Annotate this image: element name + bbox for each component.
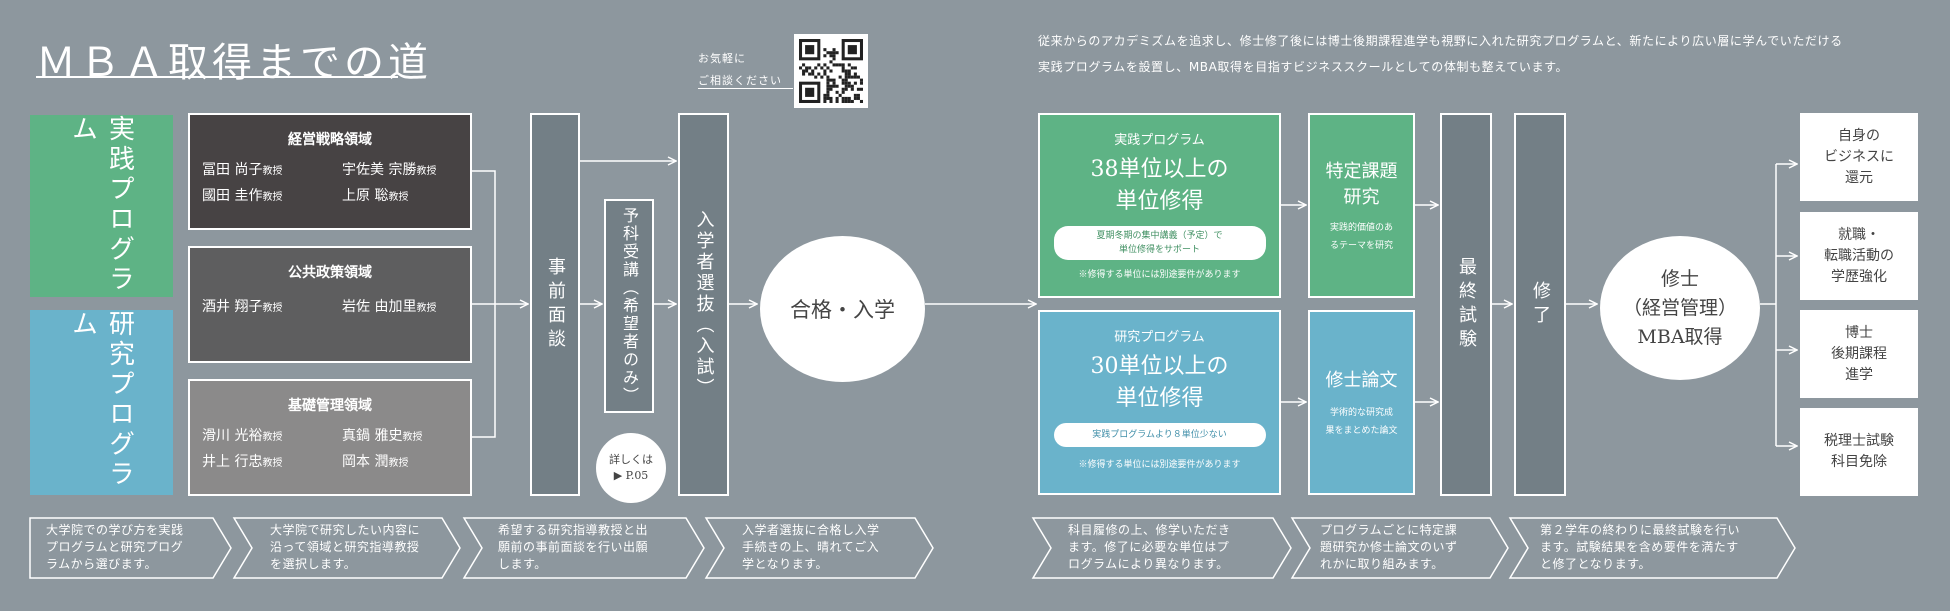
details-page-link[interactable]: 詳しくは ▶ P.05: [596, 433, 666, 503]
chevron-band-3: [462, 517, 705, 579]
band-text-2: 大学院で研究したい内容に沿って領域と研究指導教授を選択します。: [270, 523, 421, 571]
page-title: ＭＢＡ取得までの道: [36, 40, 432, 86]
admission-circle: 合格・入学: [760, 236, 925, 382]
band-text-1: 大学院での学び方を実践プログラムと研究プログラムから選びます。: [46, 523, 184, 571]
professor-name: 宇佐美 宗勝教授: [342, 162, 437, 178]
professor-name: 真鍋 雅史教授: [342, 428, 423, 444]
chevron-band-2: [232, 517, 461, 579]
research-program-box: 研究プログラム: [30, 310, 173, 495]
band-text-4: 入学者選抜に合格し入学手続きの上、晴れてご入学となります。: [742, 523, 880, 571]
band-text-6: プログラムごとに特定課題研究か修士論文のいずれかに取り組みます。: [1320, 523, 1458, 571]
professor-name: 岡本 潤教授: [342, 454, 409, 470]
qr-caption-line-1: お気軽に: [698, 52, 746, 65]
final-exam-step: 最終試験: [1440, 113, 1492, 496]
qr-code-graphic: [799, 39, 863, 103]
field-management-strategy: 経営戦略領域 冨田 尚子教授 宇佐美 宗勝教授 國田 圭作教授 上原 聡教授: [188, 113, 472, 230]
card-heading: 30単位以上の単位修得: [1090, 354, 1229, 411]
card-heading: 38単位以上の単位修得: [1090, 157, 1229, 214]
professor-name: 井上 行忠教授: [202, 454, 283, 470]
chevron-band-4: [704, 517, 934, 579]
chevron-band-6: [1290, 517, 1509, 579]
qr-code-icon[interactable]: [794, 34, 868, 108]
specific-topic-research-box: 特定課題研究 実践的価値のあるテーマを研究: [1308, 113, 1415, 298]
field-basic-management: 基礎管理領域 滑川 光裕教授 真鍋 雅史教授 井上 行忠教授 岡本 潤教授: [188, 379, 472, 496]
professor-name: 岩佐 由加里教授: [342, 299, 437, 315]
title-underline: [36, 76, 398, 78]
comparison-pill: 実践プログラムより８単位少ない: [1053, 423, 1266, 447]
qr-caption-rule: [698, 88, 793, 89]
outcome-business: 自身のビジネスに還元: [1800, 113, 1918, 201]
chevron-band-5: [1031, 517, 1292, 579]
professor-name: 上原 聡教授: [342, 188, 409, 204]
field-title: 基礎管理領域: [288, 398, 372, 414]
completion-step: 修了: [1514, 113, 1566, 496]
band-text-5: 科目履修の上、修学いただきます。修了に必要な単位はプログラムにより異なります。: [1068, 523, 1231, 571]
practice-credits-card: 実践プログラム 38単位以上の単位修得 夏期冬期の集中講義（予定）で単位修得をサ…: [1038, 113, 1281, 298]
professor-name: 酒井 翔子教授: [202, 299, 283, 315]
degree-circle: 修士 （経営管理） MBA取得: [1600, 236, 1760, 380]
outcome-doctoral: 博士後期課程進学: [1800, 310, 1918, 398]
band-text-7: 第２学年の終わりに最終試験を行います。試験結果を含め要件を満たすと修了となります…: [1540, 523, 1741, 571]
support-pill: 夏期冬期の集中講義（予定）で単位修得をサポート: [1053, 226, 1266, 260]
practice-program-box: 実践プログラム: [30, 115, 173, 297]
intro-text: 従来からのアカデミズムを追求し、修士修了後には博士後期課程進学も視野に入れた研究…: [1038, 28, 1928, 80]
card-label: 研究プログラム: [1114, 330, 1205, 345]
qr-caption-line-2: ご相談ください: [698, 74, 782, 87]
research-credits-card: 研究プログラム 30単位以上の単位修得 実践プログラムより８単位少ない ※修得す…: [1038, 310, 1281, 495]
professor-name: 滑川 光裕教授: [202, 428, 283, 444]
field-title: 公共政策領域: [288, 265, 372, 281]
entrance-exam-step: 入学者選抜（入試）: [678, 113, 729, 496]
professor-name: 國田 圭作教授: [202, 188, 283, 204]
chevron-band-7: [1508, 517, 1796, 579]
professor-name: 冨田 尚子教授: [202, 162, 283, 178]
outcome-career: 就職・転職活動の学歴強化: [1800, 212, 1918, 300]
outcome-tax-exemption: 税理士試験科目免除: [1800, 408, 1918, 496]
chevron-band-1: [29, 517, 232, 579]
card-note: ※修得する単位には別途要件があります: [1078, 270, 1241, 280]
preparatory-course-step: 予科受講（希望者のみ）: [604, 199, 654, 413]
band-text-3: 希望する研究指導教授と出願前の事前面談を行い出願します。: [498, 523, 649, 571]
intro-line-2: 実践プログラムを設置し、MBA取得を目指すビジネススクールとしての体制も整えてい…: [1038, 60, 1569, 74]
masters-thesis-box: 修士論文 学術的な研究成果をまとめた論文: [1308, 310, 1415, 495]
card-label: 実践プログラム: [1114, 133, 1205, 148]
field-title: 経営戦略領域: [288, 132, 372, 148]
card-note: ※修得する単位には別途要件があります: [1078, 460, 1241, 470]
pre-interview-step: 事前面談: [530, 113, 580, 496]
field-public-policy: 公共政策領域 酒井 翔子教授 岩佐 由加里教授: [188, 246, 472, 363]
qr-caption: お気軽に ご相談ください: [698, 48, 790, 92]
intro-line-1: 従来からのアカデミズムを追求し、修士修了後には博士後期課程進学も視野に入れた研究…: [1038, 34, 1843, 48]
